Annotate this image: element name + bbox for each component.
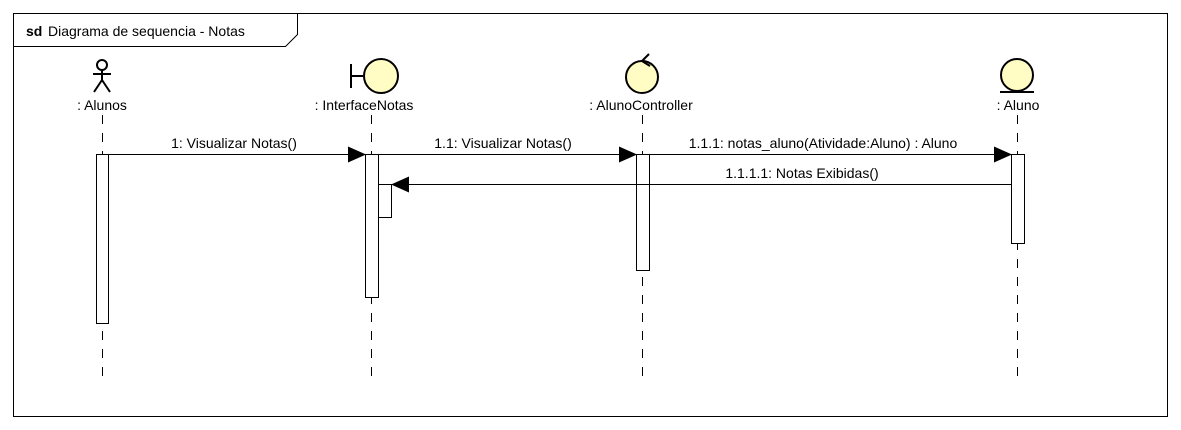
frame-title-tab bbox=[13, 13, 298, 47]
lifeline-label-alunocontroller: : AlunoController bbox=[589, 97, 693, 113]
activation-alunocontroller bbox=[636, 154, 650, 271]
control-icon bbox=[625, 53, 659, 94]
activation-alunos bbox=[96, 154, 109, 324]
frame-keyword: sd bbox=[26, 23, 42, 39]
lifeline-label-interfacenotas: : InterfaceNotas bbox=[315, 97, 414, 113]
message-label-3: 1.1.1: notas_aluno(Atividade:Aluno) : Al… bbox=[689, 135, 958, 151]
activation-interfacenotas bbox=[365, 154, 379, 298]
message-label-2: 1.1: Visualizar Notas() bbox=[434, 135, 571, 151]
message-label-4: 1.1.1.1: Notas Exibidas() bbox=[725, 165, 878, 181]
message-label-1: 1: Visualizar Notas() bbox=[171, 135, 297, 151]
lifeline-label-aluno: : Aluno bbox=[997, 97, 1040, 113]
frame-border bbox=[13, 13, 1168, 417]
lifeline-label-alunos: : Alunos bbox=[77, 97, 127, 113]
activation-aluno bbox=[1011, 154, 1025, 244]
frame-title: Diagrama de sequencia - Notas bbox=[48, 23, 245, 39]
entity-icon bbox=[1000, 58, 1034, 93]
boundary-icon bbox=[350, 58, 399, 94]
actor-icon bbox=[93, 59, 111, 93]
activation-interfacenotas-nested bbox=[378, 184, 392, 218]
